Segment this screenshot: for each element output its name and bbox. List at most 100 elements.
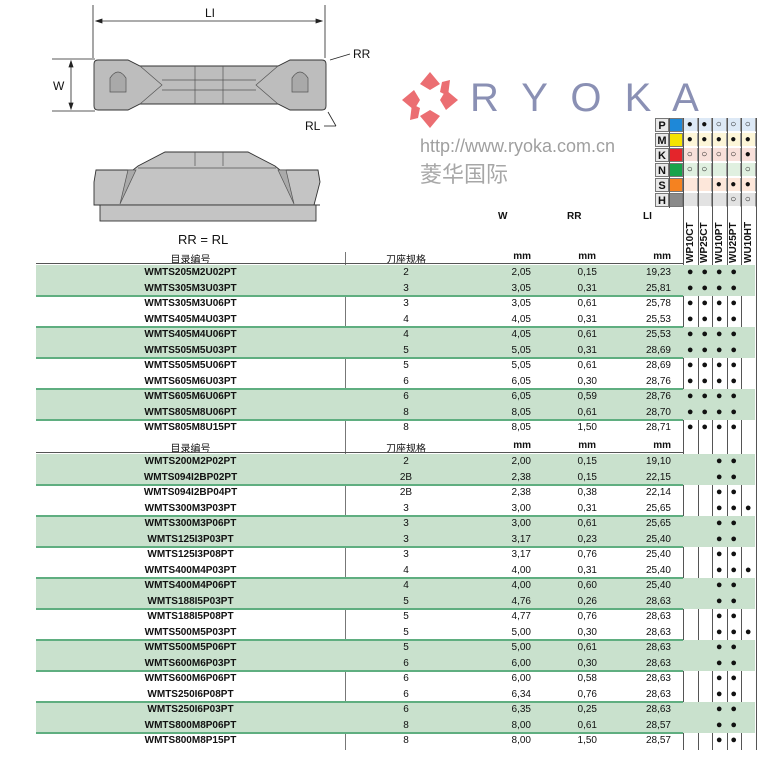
grade-availability-dot: ● <box>730 687 738 700</box>
grade-availability-dot: ● <box>730 455 738 467</box>
length-li: 28,63 <box>645 657 671 669</box>
width-w: 8,00 <box>511 735 531 746</box>
grade-availability-dot: ● <box>715 470 723 483</box>
suitability-mark: ● <box>741 133 756 147</box>
grade-label-wu25pt: WU25PT <box>728 222 739 263</box>
row-group-band <box>36 265 755 296</box>
grade-availability-dot: ● <box>730 281 738 294</box>
grade-availability-dot: ● <box>686 359 694 371</box>
grade-availability-dot: ● <box>730 312 738 325</box>
grade-availability-dot: ● <box>730 390 738 402</box>
grade-availability-dot: ● <box>715 672 723 684</box>
row-group-band <box>36 454 755 485</box>
grade-column-divider <box>712 118 713 750</box>
rr-label: RR <box>353 47 371 61</box>
width-w: 6,05 <box>511 375 531 387</box>
width-w: 6,00 <box>511 657 531 669</box>
grade-availability-dot: ● <box>715 328 723 340</box>
catalog-number: WMTS500M5P03PT <box>144 626 237 638</box>
holder-size: 6 <box>403 391 409 402</box>
grade-availability-dot: ● <box>686 421 694 433</box>
grade-availability-dot: ● <box>730 343 738 356</box>
corner-radius-rr: 0,61 <box>577 298 597 309</box>
corner-radius-rr: 0,61 <box>577 719 597 731</box>
length-li: 25,81 <box>645 282 671 294</box>
unit-rr: mm <box>578 251 596 262</box>
corner-radius-rr: 0,61 <box>577 518 597 529</box>
grade-label-wp10ct: WP10CT <box>684 222 696 263</box>
width-w: 8,05 <box>511 422 531 433</box>
holder-size: 8 <box>403 406 409 418</box>
catalog-number: WMTS125I3P08PT <box>147 549 234 560</box>
holder-size: 5 <box>403 626 409 638</box>
holder-size: 4 <box>403 329 409 340</box>
length-li: 19,23 <box>645 267 671 278</box>
row-group-separator <box>36 701 683 703</box>
holder-size: 5 <box>403 595 409 607</box>
width-w: 3,17 <box>511 549 531 560</box>
corner-radius-rr: 0,25 <box>577 704 597 715</box>
watermark-cn: 菱华国际 <box>420 162 509 187</box>
grade-availability-dot: ● <box>715 266 723 278</box>
suitability-mark: ○ <box>697 163 712 177</box>
grade-availability-dot: ● <box>715 610 723 622</box>
corner-radius-rr: 0,31 <box>577 344 597 356</box>
corner-radius-rr: 0,61 <box>577 360 597 371</box>
grade-availability-dot: ● <box>730 656 738 669</box>
catalog-number: WMTS200M2P02PT <box>144 456 237 467</box>
grade-availability-dot: ● <box>730 672 738 684</box>
grade-availability-dot: ● <box>686 343 694 356</box>
grade-availability-dot: ● <box>686 328 694 340</box>
width-w: 6,34 <box>511 688 531 700</box>
catalog-number: WMTS400M4P03PT <box>144 564 237 576</box>
catalog-number: WMTS300M3P06PT <box>144 518 237 529</box>
length-li: 28,69 <box>645 344 671 356</box>
corner-radius-rr: 0,31 <box>577 502 597 514</box>
grade-availability-dot: ● <box>686 374 694 387</box>
grade-column-divider <box>726 118 728 750</box>
unit-li: mm <box>653 251 671 262</box>
catalog-number: WMTS405M4U06PT <box>144 329 237 340</box>
holder-size: 4 <box>403 313 409 325</box>
grade-availability-dot: ● <box>715 405 723 418</box>
row-group-separator <box>36 670 683 672</box>
catalog-number: WMTS800M8P06PT <box>144 719 237 731</box>
catalog-number: WMTS605M6U06PT <box>144 391 237 402</box>
holder-size: 6 <box>403 688 409 700</box>
catalog-number: WMTS305M3U06PT <box>144 298 237 309</box>
grade-availability-dot: ● <box>701 343 709 356</box>
grade-availability-dot: ● <box>686 312 694 325</box>
length-li: 22,15 <box>645 471 671 483</box>
width-w: 3,00 <box>511 502 531 514</box>
material-color-swatch <box>669 148 683 162</box>
length-li: 22,14 <box>645 487 671 498</box>
catalog-number: WMTS605M6U03PT <box>144 375 237 387</box>
grade-availability-dot: ● <box>715 421 723 433</box>
holder-size: 3 <box>403 502 409 514</box>
holder-size: 5 <box>403 611 409 622</box>
suitability-mark: ○ <box>683 163 698 177</box>
suitability-mark: ○ <box>697 148 712 162</box>
grade-availability-dot: ● <box>715 548 723 560</box>
length-li: 28,70 <box>645 406 671 418</box>
grade-availability-dot: ● <box>744 625 752 638</box>
suitability-mark: ● <box>697 118 712 132</box>
grade-availability-dot: ● <box>715 641 723 653</box>
width-w: 5,00 <box>511 626 531 638</box>
corner-radius-rr: 0,15 <box>577 471 597 483</box>
catalog-number-header: 目录编号 <box>170 255 211 266</box>
catalog-number: WMTS500M5P06PT <box>144 642 237 653</box>
corner-radius-rr: 1,50 <box>577 735 597 746</box>
grade-availability-dot: ● <box>730 641 738 653</box>
catalog-number: WMTS405M4U03PT <box>144 313 237 325</box>
holder-size: 2 <box>403 267 409 278</box>
corner-radius-rr: 0,76 <box>577 549 597 560</box>
width-w: 4,00 <box>511 564 531 576</box>
unit-w: mm <box>513 440 531 451</box>
row-group-band <box>36 702 755 733</box>
suitability-mark <box>697 178 712 192</box>
catalog-number: WMTS400M4P06PT <box>144 580 237 591</box>
